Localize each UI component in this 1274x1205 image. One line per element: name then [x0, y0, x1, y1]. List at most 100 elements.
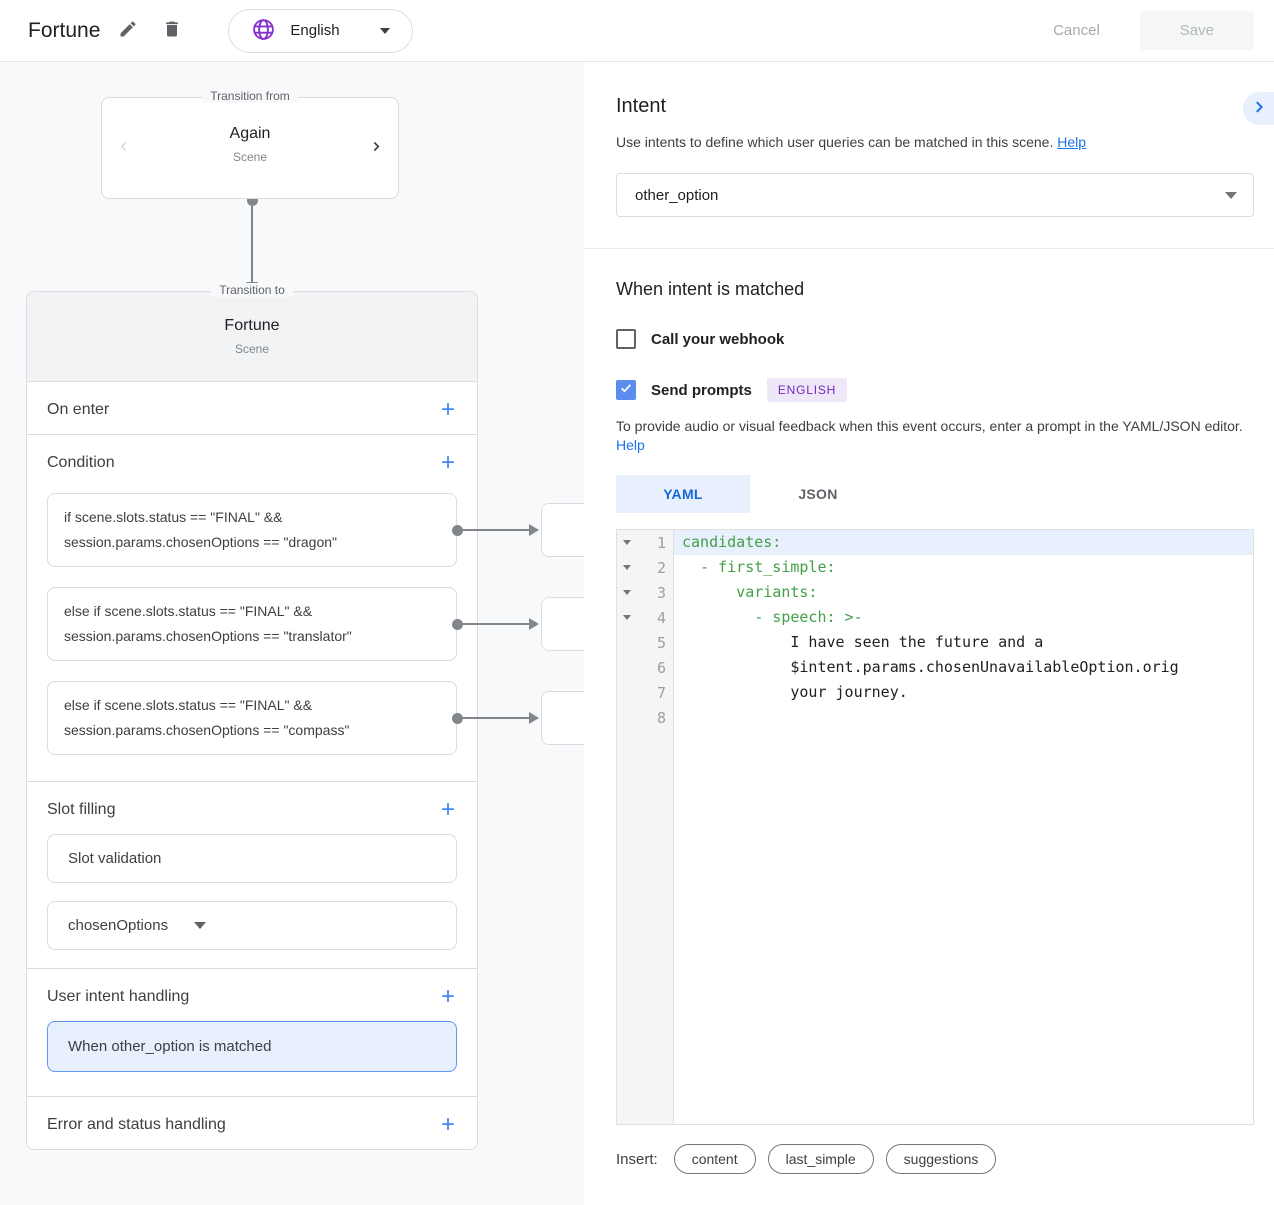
- scene-graph-panel: Transition from Again Scene: [0, 62, 584, 1205]
- from-scene-name: Again: [229, 125, 271, 142]
- language-selector[interactable]: English: [228, 8, 413, 53]
- condition-expression-line1: if scene.slots.status == "FINAL" &&: [64, 509, 283, 525]
- to-scene-name: Fortune: [224, 317, 280, 334]
- slot-name-label: chosenOptions: [68, 917, 169, 934]
- section-error-handling: Error and status handling +: [27, 1096, 477, 1149]
- yaml-code-editor[interactable]: 1 2 3 4 5 6 7 8 candidates: - first_simp…: [616, 529, 1254, 1125]
- send-prompts-label: Send prompts: [651, 381, 752, 399]
- insert-toolbar: Insert: content last_simple suggestions: [616, 1144, 1254, 1174]
- top-bar-right: Cancel Save: [1029, 11, 1254, 50]
- when-matched-heading: When intent is matched: [616, 279, 805, 299]
- webhook-checkbox-unchecked[interactable]: [616, 329, 636, 349]
- slot-name-card[interactable]: chosenOptions: [47, 901, 457, 950]
- scene-card-header: Fortune Scene: [27, 292, 477, 381]
- from-scene-type: Scene: [232, 150, 268, 164]
- add-error-handler-button[interactable]: +: [440, 1111, 455, 1138]
- add-on-enter-button[interactable]: +: [440, 396, 455, 423]
- line-number: 8: [656, 708, 666, 727]
- line-number: 2: [656, 558, 666, 577]
- add-condition-button[interactable]: +: [440, 449, 455, 476]
- next-scene-button[interactable]: [368, 139, 384, 158]
- delete-scene-button[interactable]: [156, 13, 188, 48]
- scene-title: Fortune: [28, 18, 101, 42]
- tab-yaml[interactable]: YAML: [616, 475, 750, 513]
- condition-expression-line2: session.params.chosenOptions == "transla…: [64, 628, 352, 644]
- connector-line: [463, 623, 529, 625]
- condition-expression-line2: session.params.chosenOptions == "dragon": [64, 534, 337, 550]
- condition-card[interactable]: else if scene.slots.status == "FINAL" &&…: [47, 587, 457, 661]
- insert-last-simple-chip[interactable]: last_simple: [767, 1144, 874, 1174]
- selected-intent-value: other_option: [635, 186, 719, 204]
- edit-scene-button[interactable]: [112, 13, 144, 48]
- editor-tabs: YAML JSON: [616, 475, 1254, 513]
- code-line: your journey.: [682, 683, 908, 701]
- send-prompts-checkbox-checked[interactable]: [616, 380, 636, 400]
- condition-expression-line1: else if scene.slots.status == "FINAL" &&: [64, 697, 313, 713]
- line-number: 3: [656, 583, 666, 602]
- arrow-head-right-icon: [529, 712, 539, 724]
- line-number: 7: [656, 683, 666, 702]
- intent-description: Use intents to define which user queries…: [616, 134, 1087, 150]
- slot-validation-card[interactable]: Slot validation: [47, 834, 457, 883]
- code-line: $intent.params.chosenUnavailableOption.o…: [682, 658, 1179, 676]
- transition-to-label: Transition to: [211, 283, 293, 297]
- section-condition: Condition + if scene.slots.status == "FI…: [27, 434, 584, 781]
- fold-arrow-icon[interactable]: [623, 615, 631, 620]
- chevron-left-icon: [116, 139, 132, 158]
- transition-from-card: Transition from Again Scene: [101, 89, 399, 199]
- intent-select[interactable]: other_option: [616, 173, 1254, 217]
- save-button[interactable]: Save: [1139, 11, 1254, 50]
- add-intent-handler-button[interactable]: +: [440, 983, 455, 1010]
- cancel-button[interactable]: Cancel: [1029, 12, 1124, 49]
- line-number: 6: [656, 658, 666, 677]
- fold-arrow-icon[interactable]: [623, 540, 631, 545]
- tab-json[interactable]: JSON: [798, 486, 838, 502]
- transition-target-card[interactable]: [541, 597, 584, 651]
- section-slot-filling: Slot filling + Slot validation chosenOpt…: [27, 781, 477, 950]
- fold-arrow-icon[interactable]: [623, 590, 631, 595]
- connector-dot: [452, 525, 463, 536]
- prompt-description: To provide audio or visual feedback when…: [616, 418, 1243, 453]
- error-handling-title: Error and status handling: [47, 1116, 226, 1133]
- editor-gutter: 1 2 3 4 5 6 7 8: [617, 530, 674, 1124]
- language-label: English: [290, 22, 340, 39]
- to-scene-type: Scene: [234, 342, 270, 356]
- section-on-enter: On enter +: [27, 381, 477, 434]
- transition-arrow-connector: [26, 195, 478, 291]
- arrow-head-right-icon: [529, 524, 539, 536]
- pencil-icon: [118, 19, 138, 42]
- add-slot-button[interactable]: +: [440, 796, 455, 823]
- transition-target-card[interactable]: [541, 503, 584, 557]
- insert-content-chip[interactable]: content: [673, 1144, 756, 1174]
- intent-detail-panel: Intent Use intents to define which user …: [584, 62, 1274, 1205]
- insert-suggestions-chip[interactable]: suggestions: [885, 1144, 997, 1174]
- connector-line: [463, 529, 529, 531]
- intent-help-link[interactable]: Help: [1057, 134, 1087, 150]
- top-bar-left: Fortune English: [28, 8, 413, 53]
- check-icon: [619, 381, 633, 400]
- editor-code-area: candidates: - first_simple: variants: - …: [674, 530, 1253, 1124]
- line-number: 5: [656, 633, 666, 652]
- intent-panel-title: Intent: [616, 95, 667, 117]
- language-badge: ENGLISH: [766, 378, 848, 402]
- connector-line: [251, 206, 253, 282]
- line-number: 1: [656, 533, 666, 552]
- code-line: [674, 705, 1253, 730]
- intent-handler-label: When other_option is matched: [68, 1038, 272, 1055]
- send-prompts-row: Send prompts ENGLISH: [616, 378, 1254, 402]
- condition-expression-line1: else if scene.slots.status == "FINAL" &&: [64, 603, 313, 619]
- previous-scene-button[interactable]: [116, 139, 132, 158]
- collapse-panel-button[interactable]: [1243, 92, 1274, 125]
- condition-card[interactable]: else if scene.slots.status == "FINAL" &&…: [47, 681, 457, 755]
- transition-target-card[interactable]: [541, 691, 584, 745]
- condition-card[interactable]: if scene.slots.status == "FINAL" && sess…: [47, 493, 457, 567]
- chevron-right-icon: [1250, 98, 1268, 119]
- intent-handler-card-selected[interactable]: When other_option is matched: [47, 1021, 457, 1072]
- fold-arrow-icon[interactable]: [623, 565, 631, 570]
- section-divider: [584, 248, 1274, 249]
- prompt-help-link[interactable]: Help: [616, 437, 645, 453]
- condition-row: else if scene.slots.status == "FINAL" &&…: [47, 681, 584, 755]
- code-line: - first_simple:: [682, 558, 836, 576]
- connector-dot: [246, 195, 258, 206]
